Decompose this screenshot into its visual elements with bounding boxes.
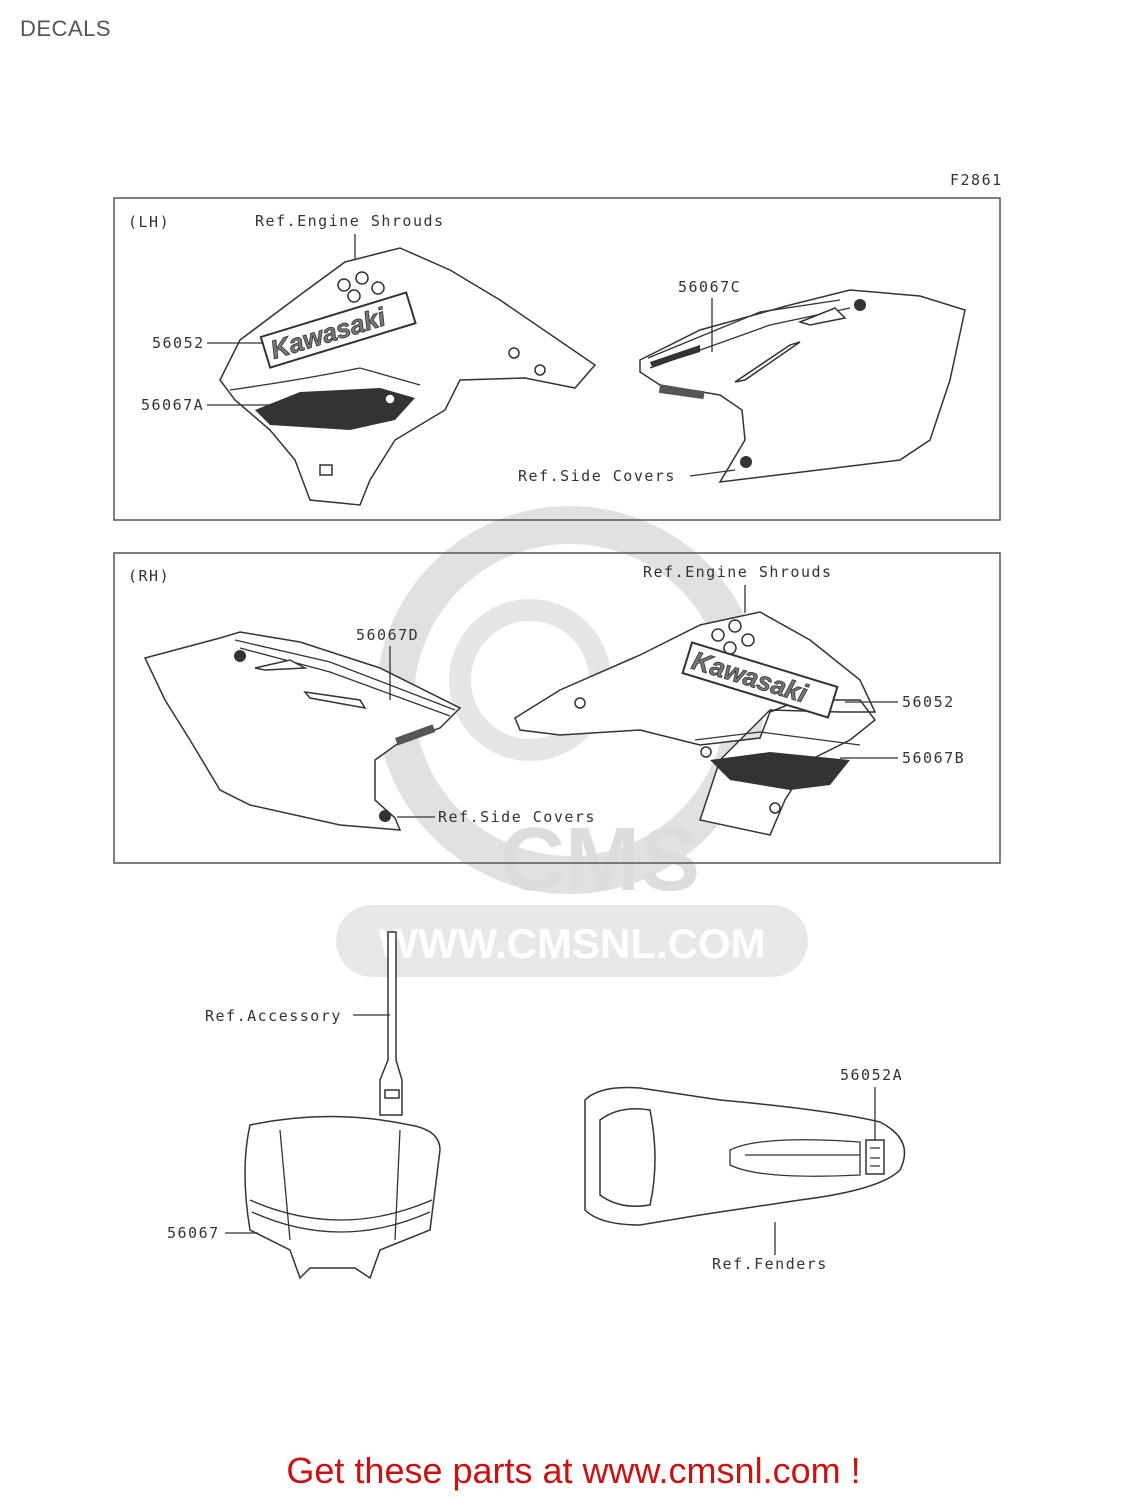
rh-side-cover [143, 631, 462, 831]
lh-part-56067C: 56067C [678, 278, 741, 296]
lh-side-cover [639, 289, 966, 483]
part-56052A: 56052A [840, 1066, 903, 1084]
rh-tag: (RH) [128, 567, 170, 585]
lh-engine-shroud: Kawasaki [219, 247, 597, 506]
lh-tag: (LH) [128, 213, 170, 231]
rh-panel: (RH) Ref.Engine Shrouds 56067D Ref.Side … [113, 552, 1001, 864]
lh-ref-engine-shrouds: Ref.Engine Shrouds [255, 212, 445, 230]
cta-link[interactable]: Get these parts at www.cmsnl.com ! [286, 1450, 861, 1491]
rh-ref-engine-shrouds: Ref.Engine Shrouds [643, 563, 833, 581]
lh-part-56067A: 56067A [141, 396, 204, 414]
rh-part-56067D: 56067D [356, 626, 419, 644]
rh-part-56052: 56052 [902, 693, 955, 711]
rear-fender [584, 1086, 906, 1226]
front-number-plate [244, 931, 441, 1280]
lh-ref-side-covers: Ref.Side Covers [518, 467, 676, 485]
rh-engine-shroud: Kawasaki [514, 611, 877, 836]
lh-panel-frame [113, 197, 1001, 521]
lh-panel: (LH) Ref.Engine Shrouds Kawasaki 56052 5… [113, 197, 1001, 521]
watermark-url: WWW.CMSNL.COM [378, 920, 765, 967]
rh-ref-side-covers: Ref.Side Covers [438, 808, 596, 826]
watermark-logo: CMS [500, 810, 700, 910]
page-title: DECALS [20, 16, 112, 41]
part-56067: 56067 [167, 1224, 220, 1242]
figure-code: F2861 [950, 171, 1003, 189]
ref-accessory: Ref.Accessory [205, 1007, 342, 1025]
rh-panel-frame [113, 552, 1001, 864]
lh-part-56052: 56052 [152, 334, 205, 352]
ref-fenders: Ref.Fenders [712, 1255, 828, 1273]
rh-part-56067B: 56067B [902, 749, 965, 767]
